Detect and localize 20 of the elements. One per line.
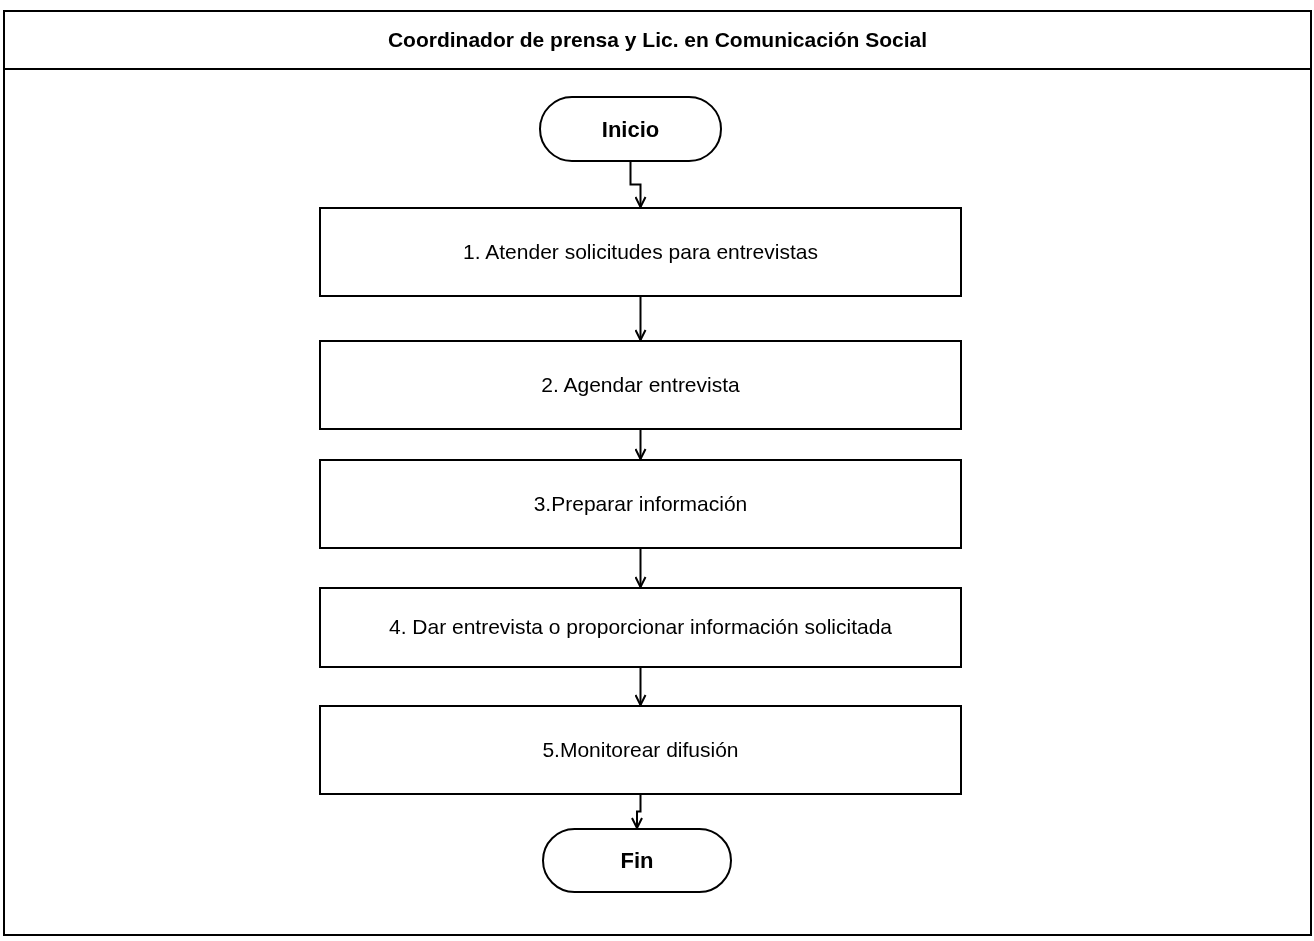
swimlane-frame [3, 10, 1312, 936]
step-label: 1. Atender solicitudes para entrevistas [463, 238, 818, 265]
arrow [634, 667, 647, 706]
process-box [319, 340, 962, 430]
arrow [634, 548, 647, 588]
arrow [629, 161, 647, 208]
process-box [319, 459, 962, 549]
step-label: 3.Preparar información [533, 490, 748, 517]
step-label: 4. Dar entrevista o proporcionar información solicitada [388, 614, 893, 641]
process-box [319, 705, 962, 795]
arrow [631, 794, 643, 829]
process-box [319, 207, 962, 297]
process-box [319, 587, 962, 668]
lane-heading: Coordinador de prensa y Lic. en Comunicación Social [387, 27, 928, 54]
terminal-label: Fin [620, 847, 654, 875]
terminal-label: Inicio [601, 115, 660, 144]
arrow [634, 296, 647, 341]
arrow [634, 429, 647, 460]
step-label: 2. Agendar entrevista [541, 371, 740, 398]
step-label: 5.Monitorear difusión [542, 736, 739, 763]
